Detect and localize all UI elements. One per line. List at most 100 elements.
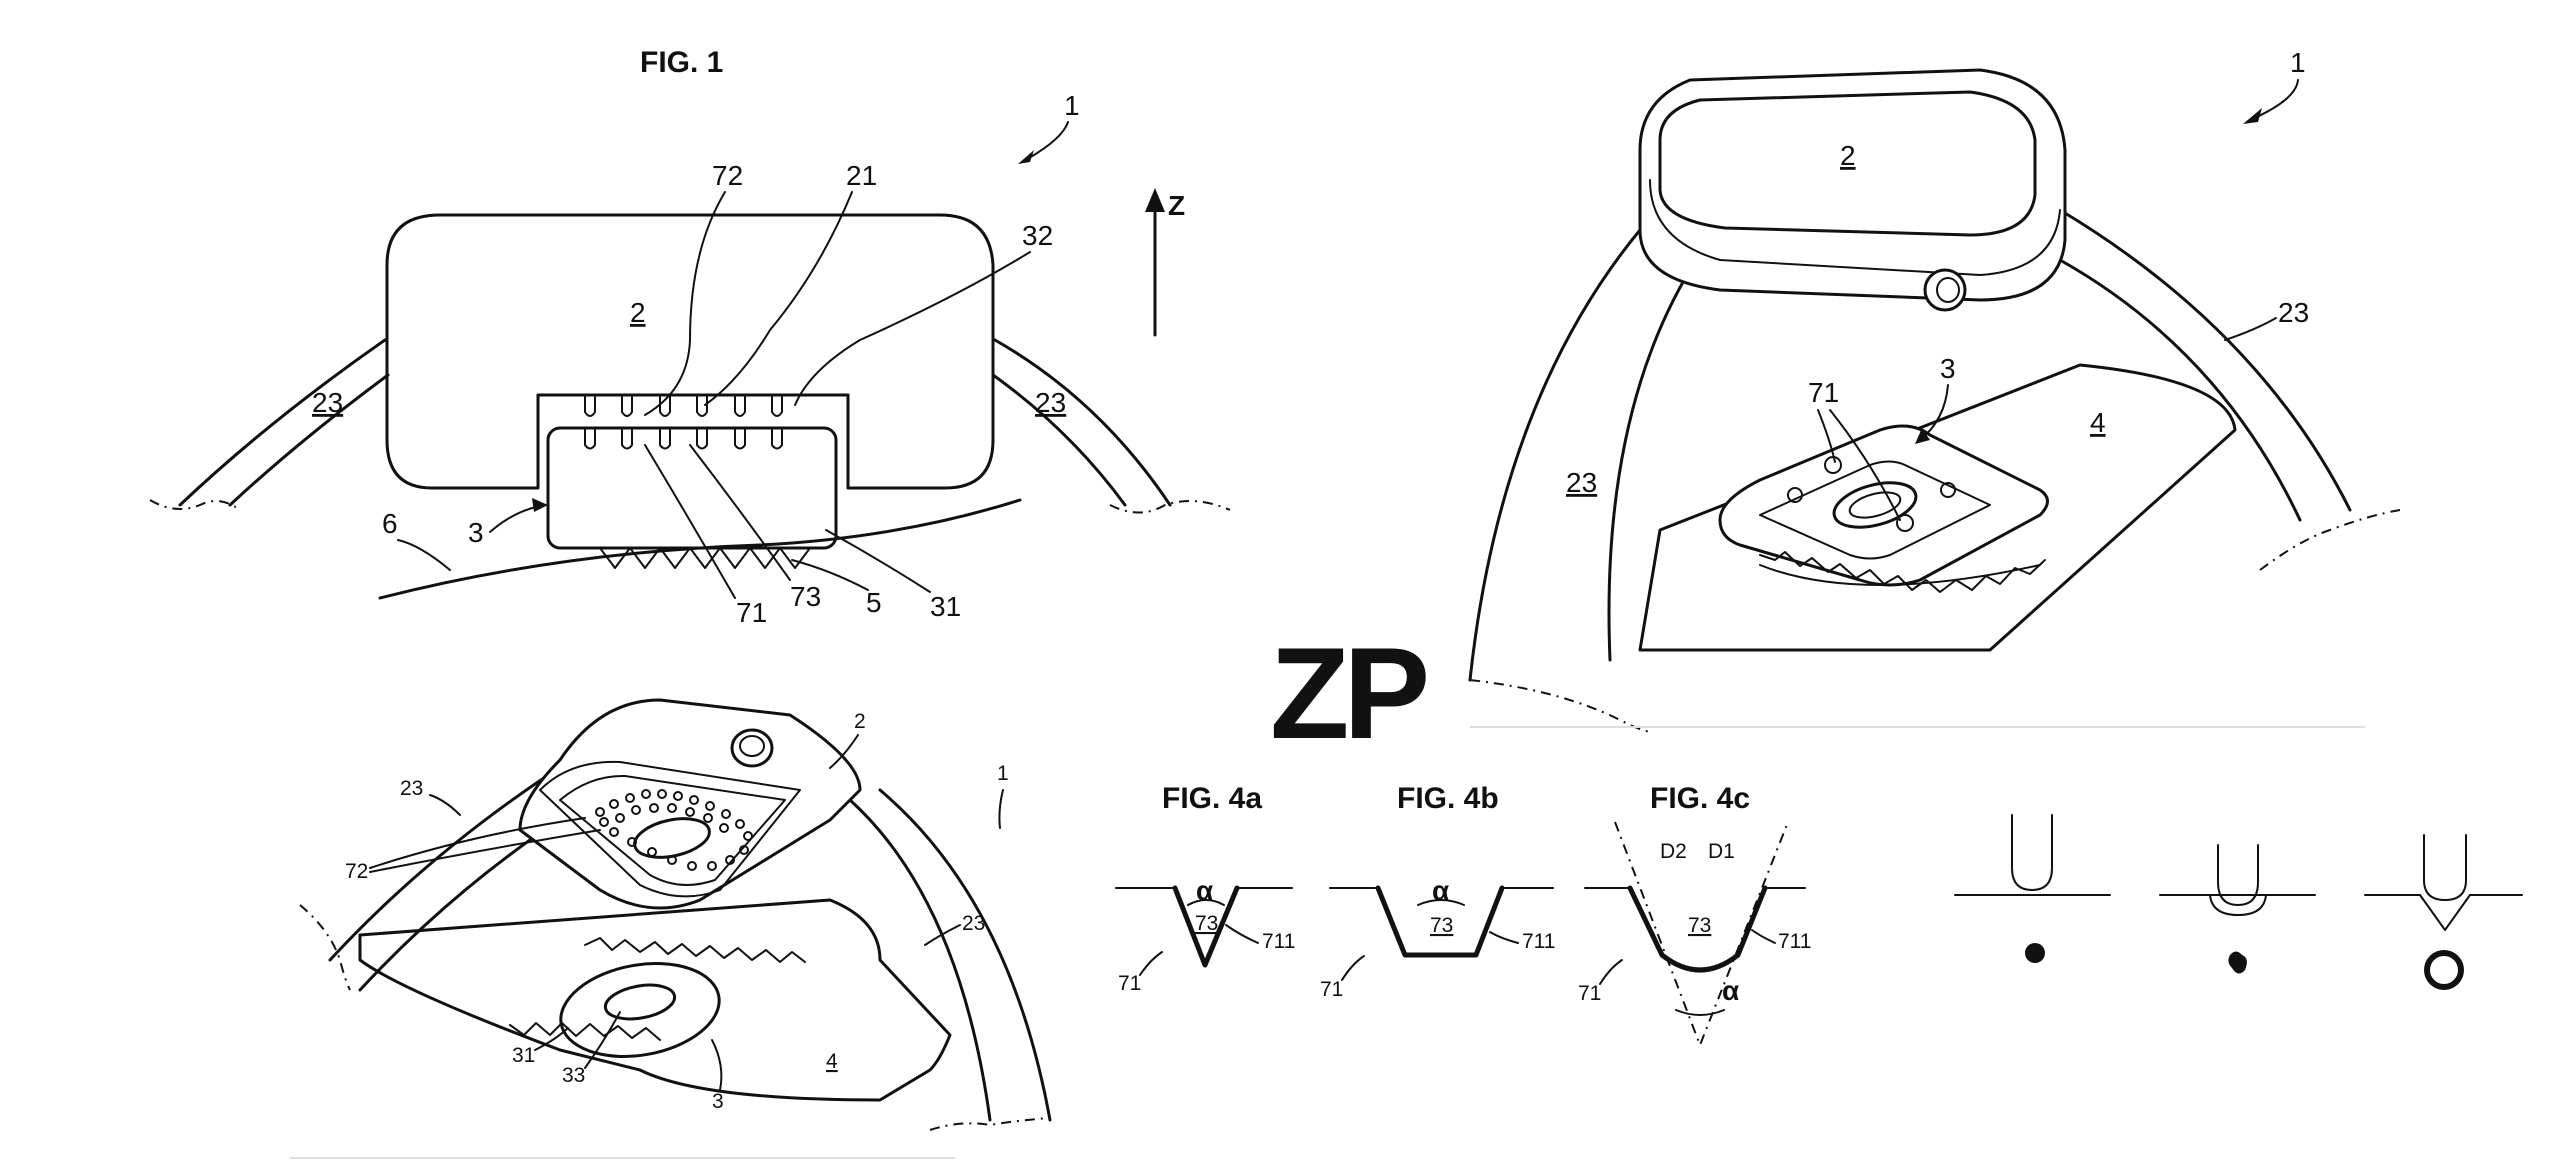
- fig3-strap-right-outer: [850, 800, 990, 1120]
- fig3-ref-1-arrow: [999, 790, 1003, 828]
- fig3-strap-right-outer2: [880, 790, 1050, 1120]
- fig1-ref-72: 72: [712, 160, 743, 191]
- fig4c-title: FIG. 4c: [1650, 782, 1750, 815]
- fig4a-ref-711: 711: [1262, 930, 1295, 953]
- fig4c-ref-711: 711: [1778, 930, 1811, 953]
- fig4c: FIG. 4c D2 D1 73 711 α 71: [1578, 782, 1811, 1045]
- fig3-ref-1: 1: [997, 762, 1009, 785]
- fig2-ref-23-right: 23: [2278, 297, 2309, 328]
- fig1-ref-71-leader: [645, 445, 735, 598]
- fig4a-title: FIG. 4a: [1162, 782, 1262, 815]
- fig4b-ref-71: 71: [1320, 978, 1343, 1001]
- fig3-ref-2: 2: [854, 710, 866, 733]
- fig1-title: FIG. 1: [640, 46, 723, 79]
- fig1-ref-21-leader: [705, 192, 852, 405]
- probe3-mark: [2427, 953, 2461, 987]
- fig3-ref-31: 31: [512, 1044, 535, 1067]
- fig1-strap-left-outer: [180, 340, 385, 505]
- fig4b-ref-711: 711: [1522, 930, 1555, 953]
- fig1-strap-right-outer: [995, 340, 1170, 505]
- fig3-ref-72: 72: [345, 860, 368, 883]
- fig1-ref-21: 21: [846, 160, 877, 191]
- zp-logo-text: ZP: [1270, 620, 1426, 766]
- probe2-mark: [2228, 952, 2247, 974]
- fig3-ref-23-top-leader: [430, 795, 460, 815]
- fig2-strap-right-cut: [2260, 510, 2400, 570]
- fig2-ref-23-right-leader: [2225, 318, 2276, 340]
- fig2-ref-1: 1: [2290, 47, 2306, 78]
- probe-tip-series: [1955, 815, 2522, 987]
- fig2-ref-71: 71: [1808, 377, 1839, 408]
- fig1-ref-32-leader: [795, 252, 1030, 405]
- fig1-strap-left-cut: [150, 500, 240, 510]
- fig3-ref-4: 4: [826, 1050, 838, 1073]
- fig1-ref-2: 2: [630, 297, 646, 328]
- fig3-spikes-bottom: [510, 1023, 660, 1040]
- fig4b-title: FIG. 4b: [1397, 782, 1499, 815]
- fig4c-ref-73: 73: [1688, 914, 1711, 937]
- fig4c-d1: D1: [1708, 840, 1735, 863]
- fig2-strap-left-cut: [1470, 680, 1650, 731]
- fig4a: FIG. 4a α 73 711 71: [1116, 782, 1295, 995]
- fig1-side-view: FIG. 1 1 Z 23 23 2: [150, 46, 1230, 628]
- fig3-spikes-top: [585, 938, 805, 962]
- fig3-ref-3-leader: [712, 1040, 721, 1090]
- fig1-ref-72-leader: [645, 192, 725, 415]
- z-axis-arrowhead: [1145, 188, 1165, 212]
- fig1-ref-31: 31: [930, 591, 961, 622]
- fig4b-ref-73: 73: [1430, 914, 1453, 937]
- fig4b-alpha: α: [1432, 875, 1449, 906]
- fig3-ref-23-right: 23: [962, 912, 985, 935]
- fig3-ref-23-right-leader: [925, 925, 960, 945]
- fig3-ref-33: 33: [562, 1064, 585, 1087]
- fig4c-alpha: α: [1722, 975, 1739, 1006]
- fig3-ref-23-top: 23: [400, 777, 423, 800]
- fig2-strap-right-outer: [2060, 210, 2350, 510]
- fig4a-ref-71-arrow: [1140, 952, 1162, 975]
- fig4a-ref-711-leader: [1226, 925, 1258, 943]
- fig1-ref-5: 5: [866, 587, 882, 618]
- probe1-mark: [2025, 943, 2045, 963]
- fig2-sensor-module: [1720, 426, 2048, 585]
- fig4b: FIG. 4b α 73 711 71: [1320, 782, 1555, 1001]
- fig3-watch-back: [520, 700, 860, 908]
- fig3-perspective-view: 1 23 23 2: [290, 700, 1050, 1158]
- fig1-ref-6: 6: [382, 508, 398, 539]
- fig2-ref-2: 2: [1840, 140, 1856, 171]
- z-axis-label: Z: [1168, 190, 1185, 221]
- fig4b-ref-71-arrow: [1342, 956, 1364, 980]
- fig1-upper-protrusions: [585, 395, 782, 416]
- fig1-skin-line: [380, 500, 1020, 598]
- fig3-ref-3: 3: [712, 1090, 724, 1113]
- fig1-ref-1: 1: [1064, 90, 1080, 121]
- fig1-lower-protrusions: [585, 428, 782, 449]
- fig2-strap-left-outer: [1470, 230, 1640, 680]
- fig1-ref-31-leader: [826, 530, 930, 592]
- fig3-module-window: [603, 980, 677, 1024]
- fig4c-ref-71-arrow: [1600, 960, 1622, 984]
- fig4c-angle-arc: [1676, 1010, 1724, 1015]
- fig2-ref-4: 4: [2090, 407, 2106, 438]
- fig2-ref-3: 3: [1940, 353, 1956, 384]
- fig4a-alpha: α: [1196, 875, 1213, 906]
- fig1-ref-73: 73: [790, 581, 821, 612]
- fig4a-ref-73: 73: [1195, 912, 1218, 935]
- zp-logo: ZP: [1270, 620, 1426, 766]
- fig1-ref-3: 3: [468, 517, 484, 548]
- probe1-tip: [2012, 815, 2052, 890]
- probe3-tip: [2424, 835, 2466, 900]
- fig1-ref-6-leader: [398, 540, 450, 570]
- fig1-watch-body: [387, 215, 993, 488]
- fig4c-ref-711-leader: [1752, 930, 1775, 943]
- fig1-ref-71: 71: [736, 597, 767, 628]
- fig1-ref-3-arrowhead: [532, 498, 548, 512]
- fig2-perspective-view: 1 23 23 4 2 71 3: [1470, 47, 2400, 731]
- fig1-ref-1-arrowhead: [1018, 150, 1034, 164]
- fig4a-ref-71: 71: [1118, 972, 1141, 995]
- fig4c-ref-71: 71: [1578, 982, 1601, 1005]
- fig1-ref-23-right: 23: [1035, 387, 1066, 418]
- fig3-module-oval: [553, 952, 726, 1068]
- fig2-ref-23-left: 23: [1566, 467, 1597, 498]
- fig4c-d2: D2: [1660, 840, 1687, 863]
- fig3-band: [360, 900, 950, 1100]
